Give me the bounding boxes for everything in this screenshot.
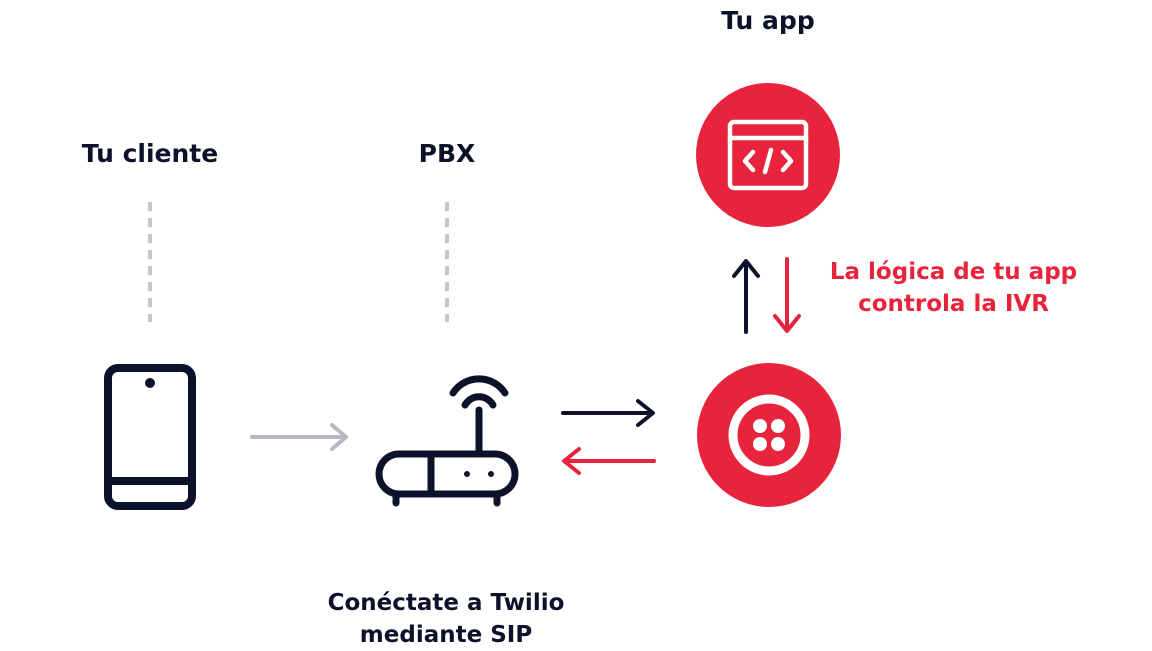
twilio-to-app-arrow (732, 259, 760, 334)
ivr-logic-label: La lógica de tu app controla la IVR (826, 256, 1081, 320)
app-label: Tu app (721, 6, 815, 35)
sip-connect-line-2: mediante SIP (359, 622, 533, 648)
code-window-icon (727, 119, 809, 191)
twilio-circle (697, 363, 841, 507)
app-to-twilio-arrow (773, 257, 801, 333)
sip-connect-label: Conéctate a Twilio mediante SIP (296, 587, 596, 651)
twilio-to-pbx-arrow (562, 447, 656, 475)
client-to-pbx-arrow (250, 423, 348, 451)
client-label: Tu cliente (81, 139, 219, 168)
sip-connect-line-1: Conéctate a Twilio (327, 590, 565, 616)
pbx-label: PBX (418, 139, 476, 168)
app-circle (696, 83, 840, 227)
smartphone-icon (104, 364, 196, 510)
ivr-logic-line-2: controla la IVR (858, 291, 1049, 317)
router-icon (375, 375, 519, 507)
pbx-to-twilio-arrow (561, 399, 655, 427)
twilio-logo-icon (728, 394, 810, 476)
ivr-logic-line-1: La lógica de tu app (829, 259, 1078, 285)
